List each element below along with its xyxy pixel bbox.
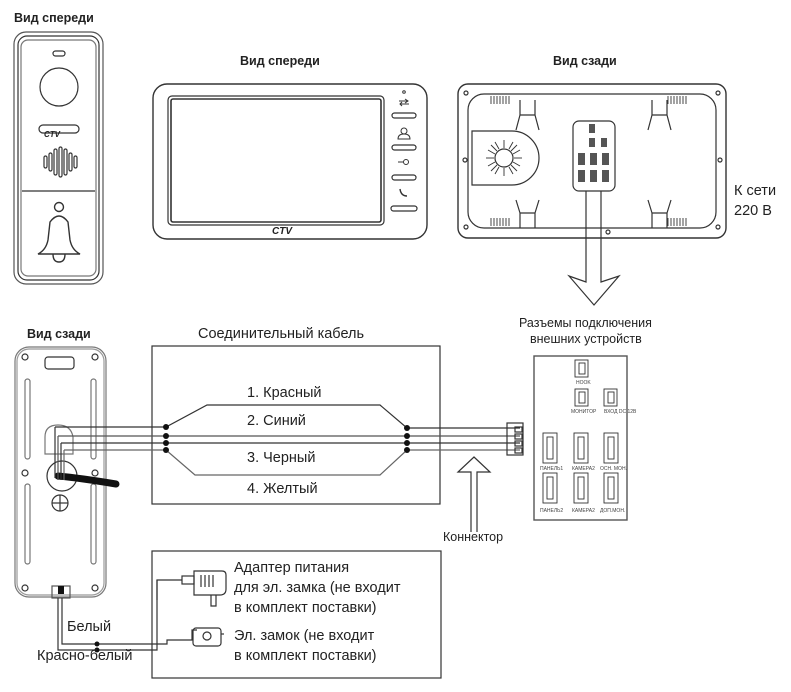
menu-arrows-icon — [399, 90, 409, 107]
monitor-back-title: Вид сзади — [553, 54, 617, 68]
electric-lock-icon — [192, 627, 224, 647]
cable-title: Соединительный кабель — [198, 326, 365, 342]
wire-junctions — [163, 424, 410, 453]
call-panel-front — [13, 31, 104, 285]
adapter-label-3: в комплект поставки) — [234, 600, 377, 616]
handset-icon — [399, 188, 408, 197]
cable-box — [151, 345, 441, 505]
wire-label-red: 1. Красный — [247, 385, 322, 401]
wire-label-blue: 2. Синий — [247, 413, 306, 429]
port-labels: HOOK МОНИТОР ВХОД DC 12В ПАНЕЛЬ1 КАМЕРА2… — [540, 380, 637, 514]
cable-wires — [54, 404, 520, 480]
panel-logo: CTV — [44, 130, 61, 139]
monitor-front: CTV — [152, 83, 428, 240]
power-label-2: 220 В — [734, 203, 772, 219]
plug-connector — [506, 422, 524, 456]
port-label-dc-in: ВХОД DC 12В — [604, 409, 637, 415]
port-label-panel1: ПАНЕЛЬ1 — [540, 466, 563, 472]
lock-label-2: в комплект поставки) — [234, 648, 377, 664]
speaker-grille-icon — [43, 146, 78, 178]
key-icon — [398, 159, 409, 165]
port-label-hook: HOOK — [576, 380, 591, 386]
monitor-front-title: Вид спереди — [240, 54, 320, 68]
lock-wires — [57, 579, 197, 651]
connector-arrow — [456, 456, 492, 532]
wire-red-white-label: Красно-белый — [37, 648, 133, 664]
connectors-title-1: Разъемы подключения — [519, 316, 652, 330]
power-adapter-icon — [181, 570, 227, 607]
wire-label-yellow: 4. Желтый — [247, 481, 318, 497]
power-label-1: К сети — [734, 183, 777, 199]
fan-icon — [486, 140, 522, 176]
port-label-panel2: ПАНЕЛЬ2 — [540, 508, 563, 514]
port-label-extra-monitor: ДОП.МОН. — [600, 508, 625, 514]
monitor-back — [457, 83, 727, 306]
connectors-board — [533, 355, 628, 521]
bell-icon — [37, 201, 81, 263]
lock-box — [151, 550, 442, 679]
port-label-camera2: КАМЕРА2 — [572, 508, 595, 514]
port-label-main-monitor: ОСН. МОН. — [600, 466, 627, 472]
panel-back-title: Вид сзади — [27, 327, 91, 341]
person-icon — [397, 127, 411, 140]
wire-label-black: 3. Черный — [247, 450, 316, 466]
call-panel-back — [14, 346, 120, 599]
connectors-title-2: внешних устройств — [530, 332, 642, 346]
connector-label: Коннектор — [443, 530, 504, 544]
adapter-label-1: Адаптер питания — [234, 560, 350, 576]
panel-front-title: Вид спереди — [14, 11, 94, 25]
connector-ports — [542, 359, 619, 504]
monitor-logo: CTV — [272, 226, 293, 237]
adapter-label-2: для эл. замка (не входит — [234, 580, 401, 596]
wire-white-label: Белый — [67, 619, 112, 635]
port-label-monitor: МОНИТОР — [571, 409, 597, 415]
port-label-camera1: КАМЕРА2 — [572, 466, 595, 472]
lock-label-1: Эл. замок (не входит — [234, 628, 375, 644]
